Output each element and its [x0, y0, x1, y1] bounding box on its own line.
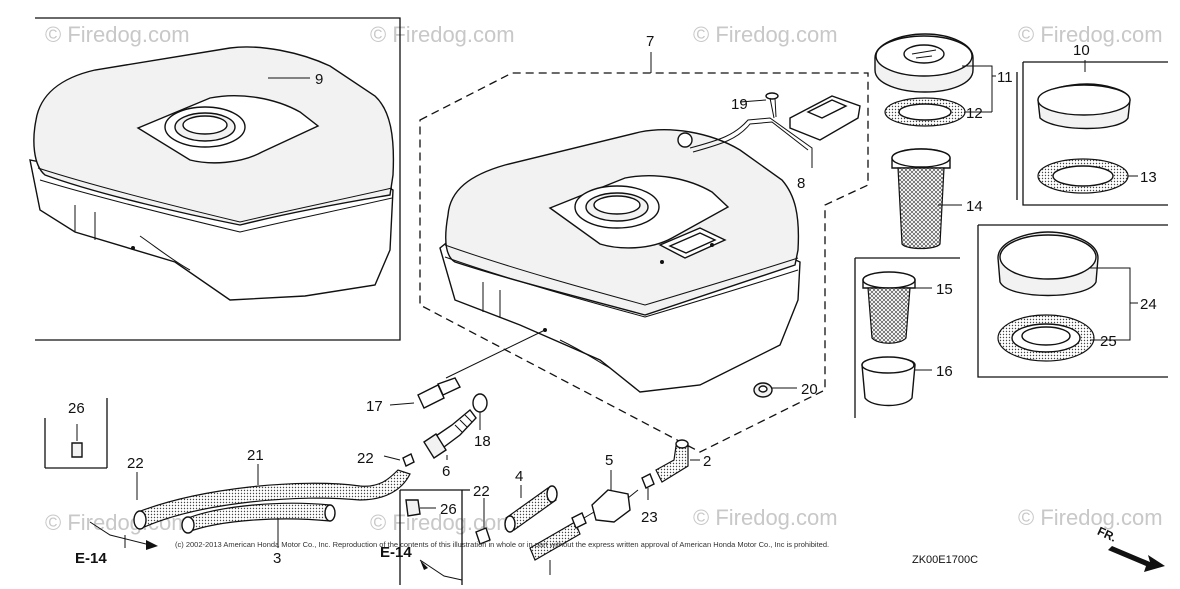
- watermark: © Firedog.com: [370, 22, 515, 47]
- fuel-tube: [137, 469, 411, 529]
- watermark: © Firedog.com: [1018, 22, 1163, 47]
- callout-17: 17: [366, 398, 383, 415]
- assembly-dashed-outline: [419, 72, 869, 453]
- callout-4: 4: [515, 468, 523, 485]
- frame-box-left: [35, 17, 401, 341]
- reference-e14-left: E-14: [75, 550, 107, 567]
- callout-25: 25: [1100, 333, 1117, 350]
- callout-5: 5: [605, 452, 613, 469]
- watermark-group: © Firedog.com © Firedog.com © Firedog.co…: [45, 22, 1163, 535]
- callout-8: 8: [797, 175, 805, 192]
- callout-13: 13: [1140, 169, 1157, 186]
- arrow-right-icon: [1108, 546, 1165, 572]
- fuel-gauge-part: 8: [677, 95, 861, 192]
- callout-3: 3: [273, 550, 281, 567]
- callout-22-left: 22: [127, 455, 144, 472]
- copyright-notice: (c) 2002-2013 American Honda Motor Co., …: [175, 540, 829, 549]
- screw-part: 19: [731, 92, 779, 119]
- callout-18: 18: [474, 433, 491, 450]
- watermark: © Firedog.com: [1018, 505, 1163, 530]
- diagram-code: ZK00E1700C: [912, 554, 978, 566]
- callout-11: 11: [997, 69, 1013, 86]
- callout-10: 10: [1073, 42, 1090, 59]
- fuel-line-group: 20 17 18 6 22 21 3 22: [44, 329, 818, 585]
- callout-12: 12: [966, 105, 983, 122]
- fuel-tank-assembly-group: 7 8 19: [419, 33, 869, 453]
- reference-e14-center: E-14: [380, 544, 412, 561]
- callout-22-center: 22: [473, 483, 490, 500]
- callout-15: 15: [936, 281, 953, 298]
- callout-23: 23: [641, 509, 658, 526]
- tube-2: [655, 443, 689, 483]
- cap-kit-box-2: 24 25: [977, 224, 1168, 378]
- filler-cap-group: 11 12 14: [874, 33, 1013, 250]
- watermark: © Firedog.com: [370, 510, 515, 535]
- front-direction-arrow: FR.: [1095, 524, 1165, 572]
- fuel-filter: [591, 489, 631, 523]
- callout-26-center: 26: [440, 501, 457, 518]
- cap-kit-box: 10 13: [1016, 42, 1168, 206]
- callout-20: 20: [801, 381, 818, 398]
- callout-6: 6: [442, 463, 450, 480]
- callout-21: 21: [247, 447, 264, 464]
- watermark: © Firedog.com: [693, 505, 838, 530]
- watermark: © Firedog.com: [693, 22, 838, 47]
- watermark: © Firedog.com: [45, 22, 190, 47]
- callout-16: 16: [936, 363, 953, 380]
- strainer-kit-filter: [867, 287, 911, 344]
- callout-19: 19: [731, 96, 748, 113]
- fuel-tank-shell-group: 9: [29, 17, 401, 341]
- callout-22-upper: 22: [357, 450, 374, 467]
- callout-24: 24: [1140, 296, 1157, 313]
- callout-2: 2: [703, 453, 711, 470]
- strainer-kit-box: 15 16: [854, 257, 960, 418]
- callout-26-left: 26: [68, 400, 85, 417]
- callout-7: 7: [646, 33, 654, 50]
- callout-14: 14: [966, 198, 983, 215]
- callout-9: 9: [315, 71, 323, 88]
